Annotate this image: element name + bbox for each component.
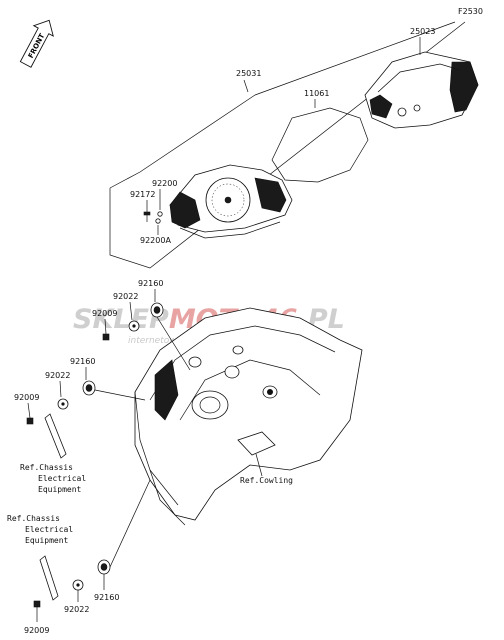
stay-bracket-bottom bbox=[39, 555, 59, 601]
callout-92160-bot: 92160 bbox=[94, 593, 119, 602]
washer-icon bbox=[57, 398, 69, 410]
ref-chassis-top-1: Ref.Chassis bbox=[20, 463, 73, 472]
leader-grommet-top bbox=[156, 316, 191, 371]
washer-icon bbox=[155, 218, 161, 224]
callout-92009-bot: 92009 bbox=[24, 626, 49, 635]
callout-92022-top: 92022 bbox=[113, 292, 138, 301]
leader-grommet-mid bbox=[94, 389, 146, 401]
assembly-frame-top bbox=[109, 94, 256, 189]
callout-92200: 92200 bbox=[152, 179, 177, 188]
callout-92160-mid: 92160 bbox=[70, 357, 95, 366]
ref-chassis-bot-3: Equipment bbox=[25, 536, 69, 545]
callout-25023: 25023 bbox=[410, 27, 435, 36]
gasket-11061 bbox=[271, 107, 369, 183]
inner-cowling bbox=[134, 307, 363, 526]
leader-92009-top bbox=[104, 318, 107, 335]
screw-icon bbox=[102, 333, 110, 341]
screw-icon bbox=[143, 211, 151, 222]
callout-92022-bot: 92022 bbox=[64, 605, 89, 614]
leader-25031 bbox=[243, 79, 249, 93]
leader-grommet-bot bbox=[109, 479, 151, 568]
front-arrow-icon: FRONT bbox=[19, 19, 54, 68]
leader-92022-mid bbox=[59, 380, 62, 398]
leader-cowling bbox=[255, 453, 263, 477]
washer-icon bbox=[128, 320, 140, 332]
callout-92009-mid: 92009 bbox=[14, 393, 39, 402]
callout-92009-top: 92009 bbox=[92, 309, 117, 318]
screw-icon bbox=[26, 417, 34, 425]
leader-92009-mid bbox=[27, 402, 31, 419]
callout-11061: 11061 bbox=[304, 89, 329, 98]
grommet-icon bbox=[150, 302, 164, 318]
grommet-icon bbox=[97, 559, 111, 575]
stay-bracket-top bbox=[44, 413, 67, 459]
meter-cover-25023 bbox=[364, 51, 479, 129]
callout-92172: 92172 bbox=[130, 190, 155, 199]
ref-chassis-bot-2: Electrical bbox=[25, 525, 73, 534]
ref-chassis-top-3: Equipment bbox=[38, 485, 82, 494]
ref-chassis-top-2: Electrical bbox=[38, 474, 86, 483]
diagram-code: F2530 bbox=[458, 7, 483, 16]
callout-92160-top: 92160 bbox=[138, 279, 163, 288]
washer-icon bbox=[72, 579, 84, 591]
washer-icon bbox=[157, 211, 163, 217]
leader-92022-top bbox=[129, 301, 133, 321]
frame-top-edge bbox=[254, 21, 456, 96]
assembly-frame bbox=[109, 21, 466, 269]
callout-92200a: 92200A bbox=[140, 236, 171, 245]
grommet-icon bbox=[82, 380, 96, 396]
callout-92022-mid: 92022 bbox=[45, 371, 70, 380]
screw-icon bbox=[33, 600, 41, 608]
meter-assembly bbox=[169, 164, 293, 239]
callout-25031: 25031 bbox=[236, 69, 261, 78]
ref-chassis-bot-1: Ref.Chassis bbox=[7, 514, 60, 523]
ref-cowling: Ref.Cowling bbox=[240, 476, 293, 485]
